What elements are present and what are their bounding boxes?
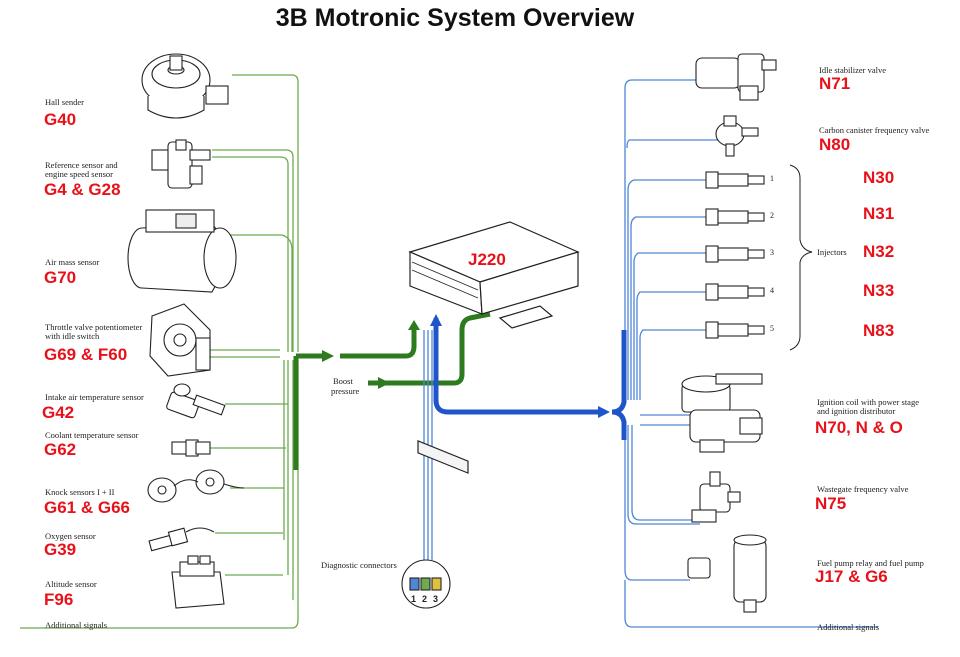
ecu-box [408,221,580,474]
page-title: 3B Motronic System Overview [275,4,635,32]
injector-number-2: 2 [770,211,774,220]
input-code-coolant-temp: G62 [44,440,77,459]
input-code-throttle: G69 & F60 [44,345,128,364]
input-label-reference-sensor-line2: engine speed sensor [45,169,113,179]
input-code-intake-air-temp: G42 [42,403,75,422]
intake-air-temp-sensor-icon [166,383,226,419]
ecu-output-arrow [430,314,442,326]
input-label-altitude-sensor: Altitude sensor [45,579,97,589]
input-code-knock-sensors: G61 & G66 [44,498,130,517]
diagnostic-pin-2: 2 [422,594,428,604]
diagnostic-pin-1: 1 [411,594,417,604]
output-label-ignition-line2: and ignition distributor [817,406,896,416]
input-label-hall-sender: Hall sender [45,97,84,107]
output-code-ignition: N70, N & O [815,418,903,437]
altitude-sensor-icon [171,555,225,609]
injector-number-3: 3 [770,248,774,257]
output-code-idle-stabilizer: N71 [819,74,851,93]
input-code-hall-sender: G40 [44,110,77,129]
output-label-additional-signals: Additional signals [817,622,880,632]
boost-wire [368,311,491,386]
throttle-potentiometer-icon [149,303,211,377]
boost-label-line1: Boost [333,376,353,386]
fuel-pump-icon [687,534,767,613]
output-code-fuel-pump: J17 & G6 [815,567,888,586]
input-code-air-mass: G70 [44,268,77,287]
injector-code-n33: N33 [863,281,895,300]
output-bus-arrow [598,406,610,418]
input-label-throttle-line1: Throttle valve potentiometer [45,322,143,332]
ecu-code: J220 [468,250,506,269]
hall-sender-icon [141,53,229,119]
ignition-coil-icon [681,373,763,453]
output-wiring [423,79,878,628]
injectors-icon [705,171,765,339]
injector-number-1: 1 [770,174,774,183]
input-code-oxygen-sensor: G39 [44,540,77,559]
diagnostic-connector-icon [401,559,451,609]
oxygen-sensor-icon [148,527,215,552]
injector-code-n32: N32 [863,242,895,261]
input-label-air-mass: Air mass sensor [45,257,100,267]
input-label-throttle-line2: with idle switch [45,331,100,341]
input-code-reference-sensor: G4 & G28 [44,180,121,199]
air-mass-sensor-icon [127,209,237,293]
injector-number-4: 4 [770,286,774,295]
coolant-temp-sensor-icon [171,439,211,457]
input-wiring [20,74,299,629]
boost-label-line2: pressure [331,386,360,396]
input-bus [293,330,417,470]
injectors-label: Injectors [817,247,847,257]
output-label-ignition-line1: Ignition coil with power stage [817,397,919,407]
injector-code-n31: N31 [863,204,895,223]
injector-number-5: 5 [770,324,774,333]
output-label-carbon-canister: Carbon canister frequency valve [819,125,930,135]
knock-sensors-icon [147,469,245,503]
input-label-additional-signals: Additional signals [45,620,108,630]
output-code-wastegate: N75 [815,494,847,513]
input-label-intake-air-temp: Intake air temperature sensor [45,392,144,402]
boost-arrow [378,377,390,389]
output-label-fuel-pump: Fuel pump relay and fuel pump [817,558,924,568]
ecu-input-arrow [408,320,420,330]
input-bus-arrow [322,350,334,362]
diagnostic-label: Diagnostic connectors [321,560,397,570]
input-label-coolant-temp: Coolant temperature sensor [45,430,139,440]
wastegate-valve-icon [691,471,741,523]
idle-stabilizer-valve-icon [695,53,777,101]
input-code-altitude-sensor: F96 [44,590,74,609]
carbon-canister-valve-icon [715,115,759,157]
output-bus [433,318,627,440]
output-code-carbon-canister: N80 [819,135,851,154]
injector-code-n30: N30 [863,168,895,187]
output-label-wastegate: Wastegate frequency valve [817,484,909,494]
output-label-idle-stabilizer: Idle stabilizer valve [819,65,887,75]
input-label-knock-sensors: Knock sensors I + II [45,487,115,497]
input-label-oxygen-sensor: Oxygen sensor [45,531,96,541]
injector-code-n83: N83 [863,321,895,340]
diagnostic-pin-3: 3 [433,594,439,604]
input-label-reference-sensor-line1: Reference sensor and [45,160,118,170]
reference-sensor-icon [151,139,211,189]
injector-bracket [789,164,813,351]
